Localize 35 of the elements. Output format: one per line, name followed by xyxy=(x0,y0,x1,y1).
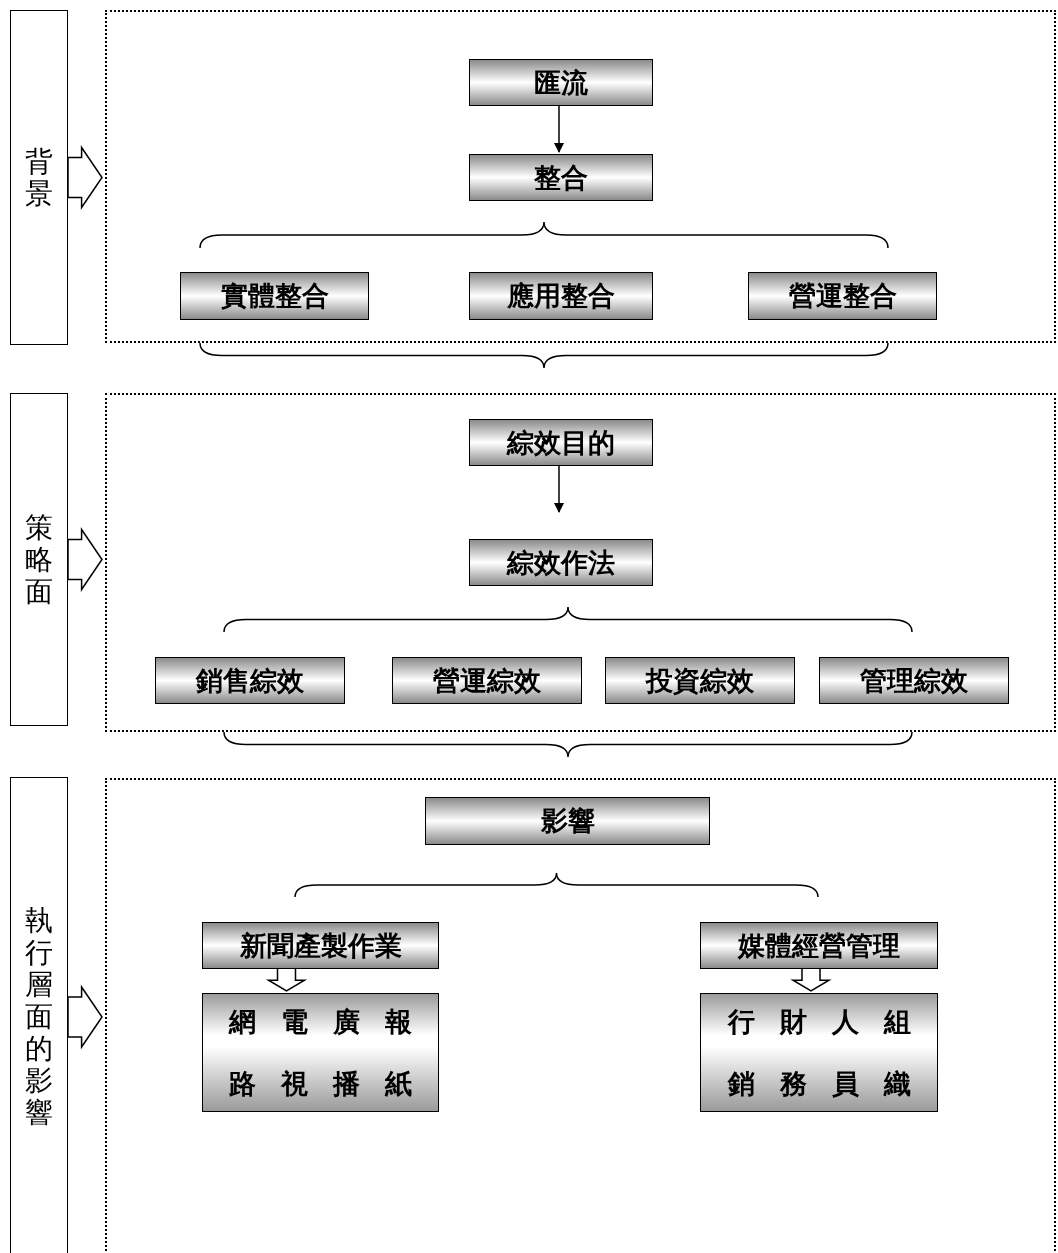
item-grid-box xyxy=(700,993,938,1112)
item-grid-box xyxy=(202,993,439,1112)
side-label-box: 背景 xyxy=(10,10,68,345)
column-text: 行銷 xyxy=(726,1004,756,1101)
process-box: 實體整合 xyxy=(180,272,369,320)
column-text: 電視 xyxy=(279,1004,309,1101)
process-box: 銷售綜效 xyxy=(155,657,345,704)
process-box: 綜效目的 xyxy=(469,419,653,466)
process-box: 新聞產製作業 xyxy=(202,922,439,969)
column-text: 組織 xyxy=(882,1004,912,1101)
process-box: 媒體經營管理 xyxy=(700,922,938,969)
block-arrow xyxy=(67,984,103,1050)
dotted-panel xyxy=(105,393,1056,732)
column-text: 人員 xyxy=(830,1004,860,1101)
process-box: 綜效作法 xyxy=(469,539,653,586)
process-box: 營運整合 xyxy=(748,272,937,320)
process-box: 管理綜效 xyxy=(819,657,1009,704)
block-arrow xyxy=(265,966,308,992)
column-text: 財務 xyxy=(778,1004,808,1101)
dotted-panel xyxy=(105,778,1056,1253)
column-text: 網路 xyxy=(227,1004,257,1101)
block-arrow xyxy=(67,145,103,210)
side-label-box: 執行層面的影響 xyxy=(10,777,68,1253)
side-label-box: 策略面 xyxy=(10,393,68,726)
column-text: 廣播 xyxy=(331,1004,361,1101)
process-box: 影響 xyxy=(425,797,710,845)
block-arrow xyxy=(67,527,103,592)
process-box: 應用整合 xyxy=(469,272,653,320)
block-arrow xyxy=(790,966,832,992)
dotted-panel xyxy=(105,10,1056,343)
process-box: 投資綜效 xyxy=(605,657,795,704)
process-box: 營運綜效 xyxy=(392,657,582,704)
process-box: 整合 xyxy=(469,154,653,201)
process-box: 匯流 xyxy=(469,59,653,106)
column-text: 報紙 xyxy=(383,1004,413,1101)
